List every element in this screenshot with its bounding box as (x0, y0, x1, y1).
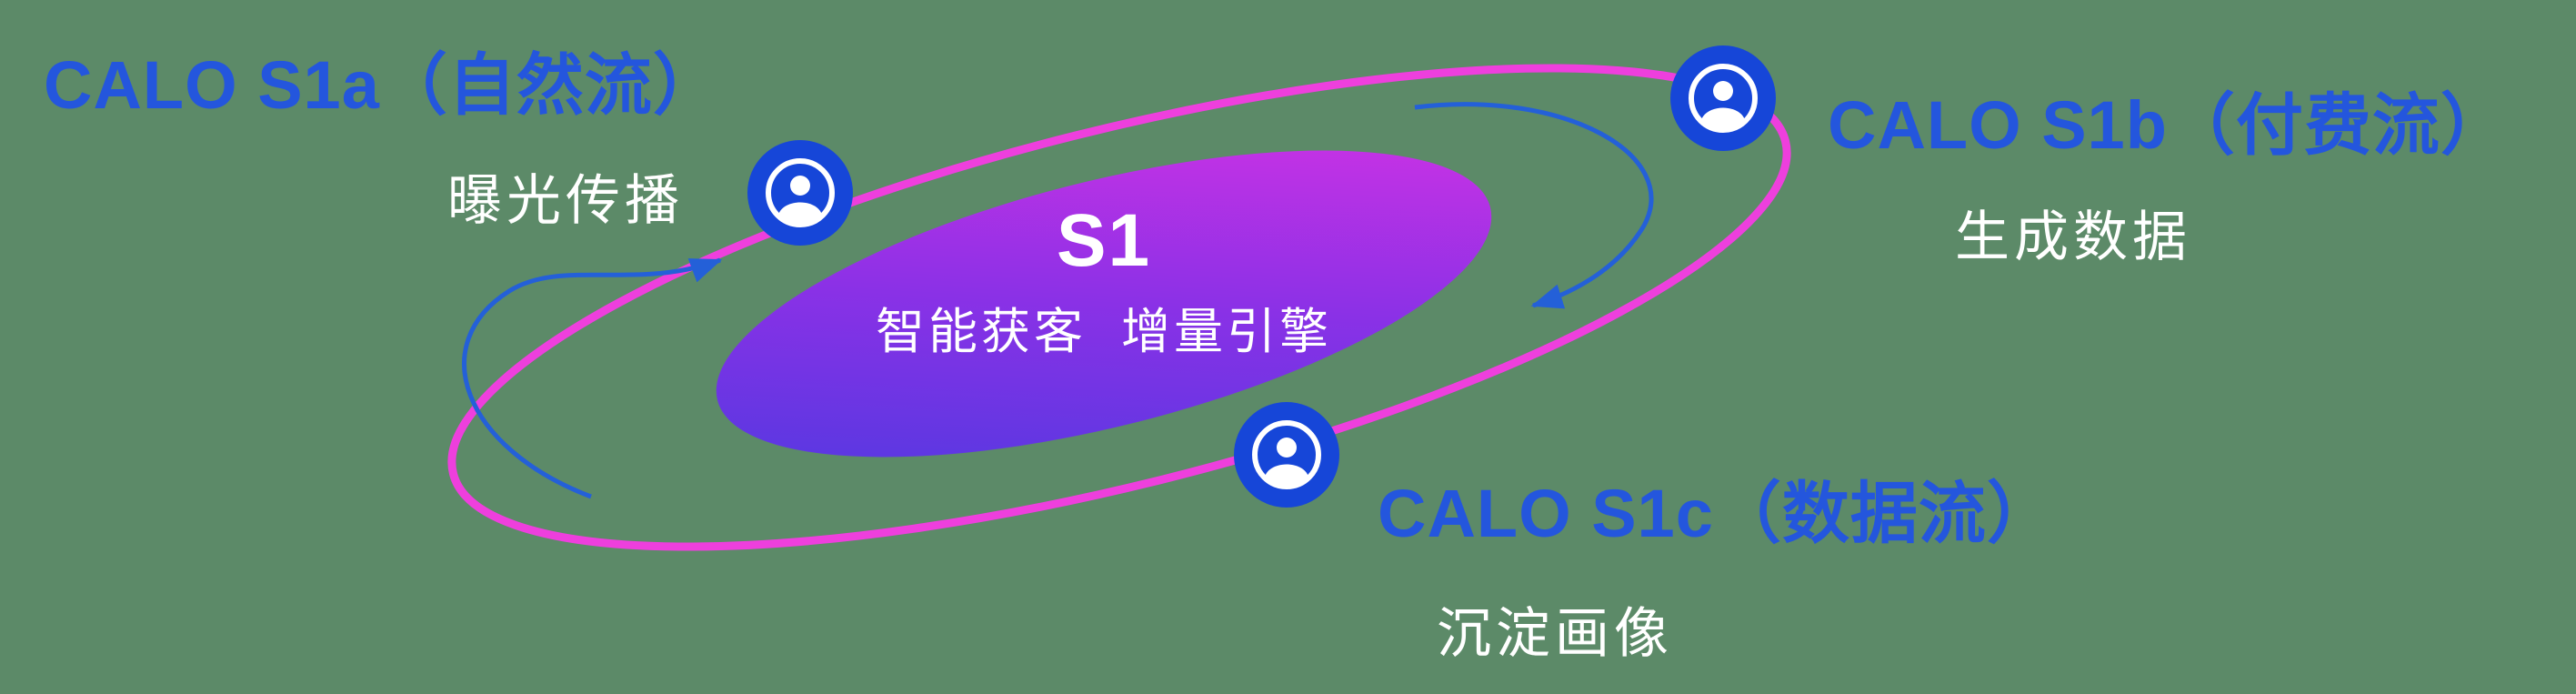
user-icon (1670, 45, 1776, 151)
core-text-block: S1 智能获客 增量引擎 (875, 199, 1333, 363)
node-label-calo-s1a: CALO S1a（自然流） (44, 47, 721, 123)
node-sublabel-calo-s1a: 曝光传播 (447, 170, 684, 231)
node-label-calo-s1c: CALO S1c（数据流） (1378, 476, 2055, 551)
flow-arrow-left (462, 257, 723, 499)
node-sublabel-calo-s1c: 沉淀画像 (1437, 603, 1673, 664)
user-icon (1234, 402, 1339, 508)
flow-arrow-right (1414, 102, 1654, 309)
core-subtitle: 智能获客 增量引擎 (875, 305, 1333, 360)
core-ellipse (716, 150, 1492, 458)
core-title: S1 (1056, 199, 1152, 282)
node-sublabel-calo-s1b: 生成数据 (1955, 206, 2191, 267)
node-label-calo-s1b: CALO S1b（付费流） (1828, 87, 2509, 163)
node-calo-s1c (1232, 400, 1341, 509)
node-calo-s1a (746, 138, 855, 247)
orbit-ring (447, 64, 1791, 551)
user-icon (747, 140, 853, 246)
node-calo-s1b (1669, 44, 1778, 153)
